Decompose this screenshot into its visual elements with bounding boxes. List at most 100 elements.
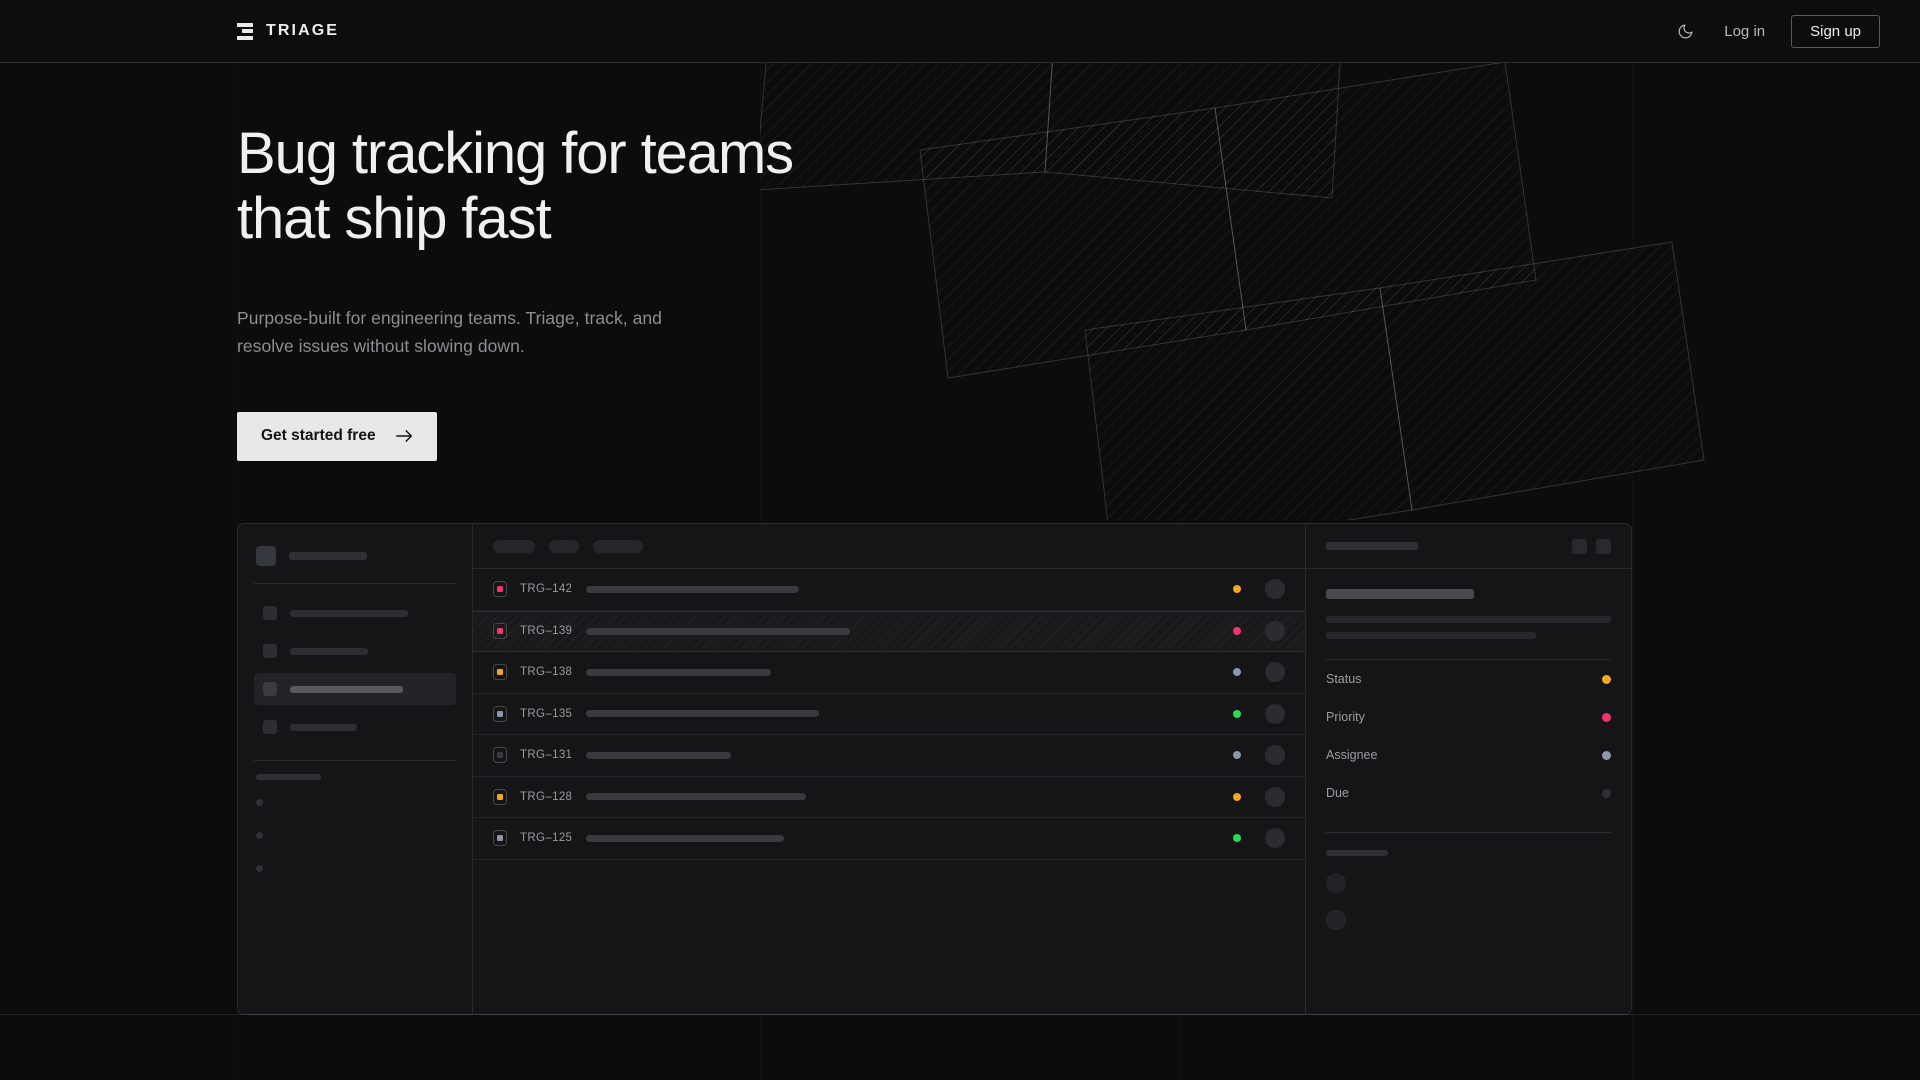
moon-icon[interactable]: [1672, 18, 1698, 44]
workspace-avatar-icon: [256, 546, 276, 566]
meta-row-priority[interactable]: Priority: [1326, 698, 1611, 736]
status-dot-icon: [1233, 668, 1241, 677]
avatar: [1326, 873, 1346, 893]
sidebar-item-1[interactable]: [254, 597, 456, 629]
activity-label-skeleton: [1326, 850, 1388, 856]
filter-chip-status[interactable]: [493, 539, 535, 553]
priority-badge-icon: [493, 581, 507, 598]
table-row[interactable]: TRG–142: [473, 569, 1305, 611]
sidebar-item-icon: [263, 720, 277, 734]
avatar[interactable]: [1265, 703, 1285, 724]
mock-workspace-switcher[interactable]: [254, 542, 456, 566]
sidebar-subitem-1[interactable]: [254, 793, 456, 812]
filter-chip-label[interactable]: [593, 539, 643, 553]
priority-badge-icon: [493, 747, 507, 764]
meta-value-dot-icon: [1602, 788, 1611, 798]
issue-title-skeleton: [586, 710, 819, 718]
priority-badge-icon: [493, 830, 507, 847]
login-link[interactable]: Log in: [1724, 22, 1766, 40]
get-started-button[interactable]: Get started free: [237, 411, 437, 461]
comment-1[interactable]: [1326, 873, 1611, 893]
status-dot-icon: [1233, 834, 1241, 843]
table-row[interactable]: TRG–125: [473, 818, 1305, 860]
issue-id: TRG–135: [520, 707, 573, 720]
avatar[interactable]: [1265, 662, 1285, 683]
meta-value-dot-icon: [1602, 674, 1611, 684]
table-row[interactable]: TRG–139: [473, 610, 1305, 652]
hero-subhead: Purpose-built for engineering teams. Tri…: [237, 307, 662, 357]
sidebar-divider-top: [254, 583, 456, 584]
meta-value-dot-icon: [1602, 712, 1611, 722]
cta-label: Get started free: [261, 427, 376, 445]
meta-value-dot-icon: [1602, 750, 1611, 760]
meta-row-due[interactable]: Due: [1326, 774, 1611, 812]
mock-filter-bar: [473, 524, 1305, 569]
priority-badge-icon: [493, 623, 507, 640]
detail-activity-section: [1306, 833, 1631, 930]
sidebar-subitem-3[interactable]: [254, 859, 456, 878]
issue-id: TRG–139: [520, 625, 573, 638]
sidebar-section-label-skeleton: [256, 774, 321, 780]
detail-body-skeleton-line: [1326, 616, 1611, 623]
comment-2[interactable]: [1326, 910, 1611, 930]
status-dot-icon: [1233, 709, 1241, 718]
hero-section: Bug tracking for teams that ship fast Pu…: [237, 121, 997, 461]
issue-title-skeleton: [586, 627, 850, 635]
issue-id: TRG–131: [520, 749, 573, 762]
sidebar-subitem-dot-icon: [256, 799, 263, 806]
detail-heading-skeleton: [1326, 589, 1474, 599]
detail-title-skeleton: [1326, 542, 1418, 550]
sidebar-item-icon: [263, 644, 277, 658]
sidebar-item-2[interactable]: [254, 635, 456, 667]
sidebar-item-label-skeleton: [290, 647, 368, 655]
detail-header-actions: [1572, 538, 1611, 554]
table-row[interactable]: TRG–135: [473, 694, 1305, 735]
issue-id: TRG–138: [520, 666, 573, 679]
filter-chip-assignee[interactable]: [549, 539, 579, 553]
brand-logo[interactable]: TRIAGE: [237, 22, 339, 40]
meta-row-status[interactable]: Status: [1326, 660, 1611, 698]
priority-badge-icon: [493, 788, 507, 805]
triage-bars-icon: [237, 22, 253, 40]
sidebar-item-label-skeleton: [290, 685, 403, 693]
detail-divider-meta: [1326, 659, 1611, 660]
issue-title-skeleton: [586, 668, 771, 676]
meta-label: Priority: [1326, 710, 1365, 724]
sidebar-item-4[interactable]: [254, 711, 456, 743]
mock-sidebar: [238, 524, 473, 1014]
sidebar-item-3[interactable]: [254, 673, 456, 705]
status-dot-icon: [1233, 627, 1241, 636]
issue-title-skeleton: [586, 793, 806, 801]
avatar[interactable]: [1265, 745, 1285, 766]
arrow-right-icon: [395, 429, 413, 443]
table-row[interactable]: TRG–131: [473, 735, 1305, 777]
status-dot-icon: [1233, 751, 1241, 760]
avatar[interactable]: [1265, 579, 1285, 600]
sidebar-item-icon: [263, 606, 277, 620]
detail-body-skeleton-line: [1326, 632, 1536, 639]
priority-badge-icon: [493, 705, 507, 722]
sidebar-subitem-dot-icon: [256, 865, 263, 872]
issue-id: TRG–125: [520, 832, 573, 845]
meta-row-assignee[interactable]: Assignee: [1326, 736, 1611, 774]
table-row[interactable]: TRG–128: [473, 777, 1305, 818]
meta-label: Due: [1326, 786, 1349, 800]
issue-id: TRG–128: [520, 790, 573, 803]
signup-button[interactable]: Sign up: [1791, 14, 1880, 48]
avatar: [1326, 910, 1346, 930]
detail-action-share[interactable]: [1572, 538, 1587, 554]
priority-badge-icon: [493, 664, 507, 681]
detail-action-more[interactable]: [1596, 538, 1611, 554]
sidebar-subitem-2[interactable]: [254, 826, 456, 845]
footer-divider: [0, 1014, 1920, 1015]
issue-title-skeleton: [586, 585, 799, 593]
avatar[interactable]: [1265, 786, 1285, 807]
sidebar-subitem-dot-icon: [256, 832, 263, 839]
issue-title-skeleton: [586, 751, 731, 759]
table-row[interactable]: TRG–138: [473, 652, 1305, 694]
avatar[interactable]: [1265, 828, 1285, 849]
avatar[interactable]: [1265, 621, 1285, 642]
